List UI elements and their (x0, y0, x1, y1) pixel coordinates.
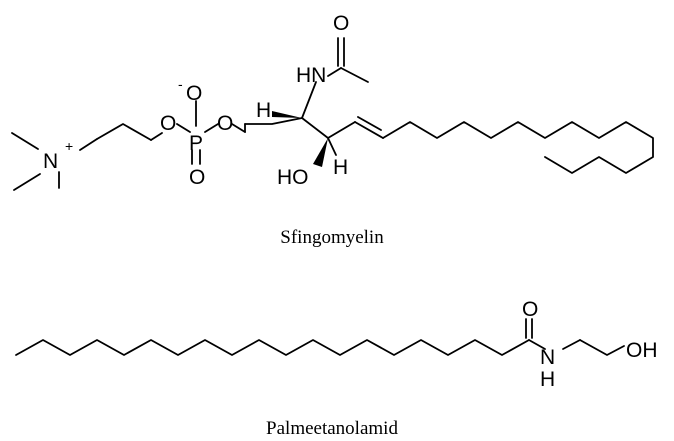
caption-sphingomyelin: Sfingomyelin (280, 227, 384, 248)
bond (244, 117, 303, 125)
atom-n-amide: N (540, 346, 555, 369)
atom-o-carbonyl-1: O (333, 12, 349, 35)
atom-nh: HN (296, 64, 326, 87)
atom-n-plus: N (43, 150, 58, 173)
atom-oh: OH (626, 339, 658, 362)
bond (150, 132, 163, 141)
bond (96, 123, 152, 141)
bond (79, 138, 98, 151)
atom-n-h: H (540, 368, 555, 391)
caption-palmitoylethanolamide: Palmeetanolamid (266, 418, 398, 439)
double-bond (357, 116, 382, 131)
sphingomyelin-structure (11, 37, 654, 191)
atom-o-carbonyl-2: O (522, 298, 538, 321)
atom-ho: HO (277, 166, 309, 189)
atom-h-stereo-1: H (256, 99, 271, 122)
atom-h-stereo-2: H (333, 156, 348, 179)
bond (579, 339, 625, 356)
bond (562, 339, 581, 350)
bond (340, 67, 369, 83)
bond (327, 137, 337, 156)
atom-o-ether-2: O (217, 112, 233, 135)
bond (528, 339, 546, 350)
atom-phosphorus: P (189, 132, 203, 155)
bond (176, 123, 191, 133)
bond (327, 67, 342, 77)
charge-plus: + (65, 138, 73, 154)
stereo-wedge (313, 138, 328, 167)
charge-minus: - (178, 76, 183, 92)
double-bond (354, 121, 384, 139)
bond (11, 132, 39, 150)
bond (327, 121, 356, 139)
palmitoylethanolamide-structure (15, 318, 625, 356)
alkyl-chain (382, 121, 654, 174)
atom-o-ether-1: O (160, 112, 176, 135)
bond (204, 123, 219, 133)
atom-o-minus: O (186, 82, 202, 105)
bond (301, 81, 317, 119)
stereo-wedge (272, 111, 302, 118)
bond (231, 123, 246, 133)
atom-o-double: O (189, 166, 205, 189)
alkyl-chain (15, 339, 530, 356)
bond (301, 117, 329, 139)
bond (13, 173, 41, 191)
